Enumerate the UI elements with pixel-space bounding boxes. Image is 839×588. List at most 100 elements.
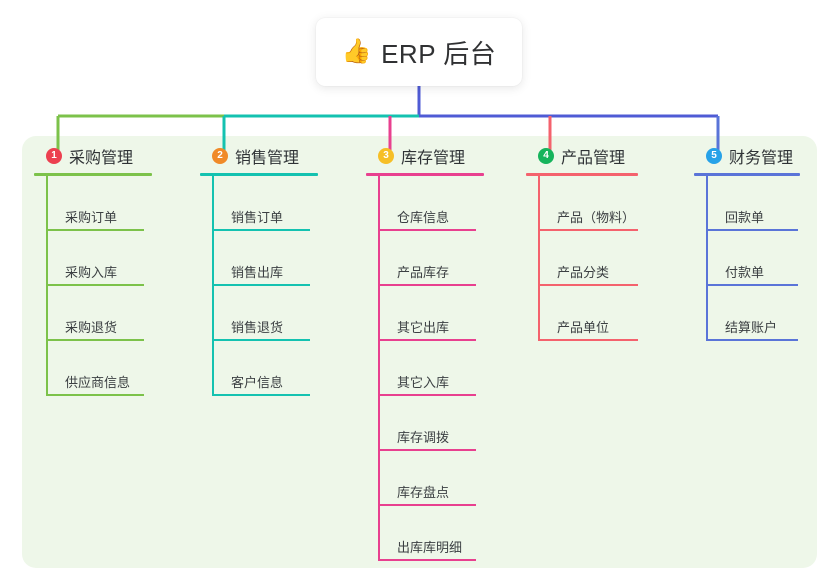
branch-item[interactable]: 销售出库 xyxy=(212,231,318,286)
branch-item-label: 付款单 xyxy=(725,265,765,280)
branch-header[interactable]: 3 库存管理 xyxy=(366,145,484,167)
branch-item[interactable]: 产品库存 xyxy=(378,231,484,286)
branch-item-label: 产品（物料） xyxy=(557,210,636,225)
branch-header-rule xyxy=(200,173,318,176)
branch-item[interactable]: 销售退货 xyxy=(212,286,318,341)
branch-item[interactable]: 销售订单 xyxy=(212,176,318,231)
branch-header-rule xyxy=(694,173,800,176)
branch-item[interactable]: 出库库明细 xyxy=(378,506,484,561)
branch-item[interactable]: 其它出库 xyxy=(378,286,484,341)
branch-item-rule xyxy=(538,229,638,231)
root-node-label: 👍 ERP 后台 xyxy=(342,34,497,71)
branch-item[interactable]: 客户信息 xyxy=(212,341,318,396)
branch-spine xyxy=(706,176,708,341)
branch-item-label: 仓库信息 xyxy=(397,210,450,225)
branch-item-list: 销售订单销售出库销售退货客户信息 xyxy=(200,176,318,396)
branch-spine xyxy=(538,176,540,341)
branch-column: 4 产品管理产品（物料） 产品分类产品单位 xyxy=(526,145,638,341)
branch-item-list: 仓库信息产品库存其它出库其它入库库存调拨库存盘点出库库明细 xyxy=(366,176,484,561)
branch-item[interactable]: 库存调拨 xyxy=(378,396,484,451)
branch-header-rule xyxy=(366,173,484,176)
branch-item-label: 销售退货 xyxy=(231,320,284,335)
branch-item-rule xyxy=(378,284,476,286)
branch-header[interactable]: 4 产品管理 xyxy=(526,145,638,167)
branch-spine xyxy=(46,176,48,396)
branch-item-label: 其它入库 xyxy=(397,375,450,390)
branch-item[interactable]: 采购退货 xyxy=(46,286,152,341)
branch-item[interactable]: 产品单位 xyxy=(538,286,638,341)
branch-item[interactable]: 仓库信息 xyxy=(378,176,484,231)
branch-item-rule xyxy=(46,284,144,286)
branch-item-label: 产品单位 xyxy=(557,320,610,335)
branch-item-label: 销售出库 xyxy=(231,265,284,280)
branch-header-rule xyxy=(34,173,152,176)
branch-title: 采购管理 xyxy=(69,150,134,167)
branch-item-rule xyxy=(706,339,798,341)
branch-item-rule xyxy=(706,284,798,286)
branch-spine xyxy=(212,176,214,396)
branch-item-rule xyxy=(378,449,476,451)
branch-item[interactable]: 采购订单 xyxy=(46,176,152,231)
branch-title: 产品管理 xyxy=(561,150,626,167)
branch-item[interactable]: 回款单 xyxy=(706,176,800,231)
branch-number-badge: 2 xyxy=(212,148,228,164)
branch-item-label: 库存盘点 xyxy=(397,485,450,500)
branch-number-badge: 1 xyxy=(46,148,62,164)
branch-spine xyxy=(378,176,380,561)
branch-title: 财务管理 xyxy=(729,150,794,167)
branch-item-rule xyxy=(212,229,310,231)
branch-item-rule xyxy=(538,339,638,341)
branch-title: 销售管理 xyxy=(235,150,300,167)
branch-item-label: 库存调拨 xyxy=(397,430,450,445)
branch-number-badge: 4 xyxy=(538,148,554,164)
branch-header[interactable]: 1 采购管理 xyxy=(34,145,152,167)
branch-number-badge: 5 xyxy=(706,148,722,164)
branch-item-rule xyxy=(46,229,144,231)
branch-item-rule xyxy=(46,394,144,396)
branch-item-label: 产品分类 xyxy=(557,265,610,280)
branch-item-rule xyxy=(378,504,476,506)
branch-title: 库存管理 xyxy=(401,150,466,167)
branch-column: 2 销售管理销售订单销售出库销售退货客户信息 xyxy=(200,145,318,396)
thumbs-up-icon: 👍 xyxy=(341,38,373,65)
branch-item-label: 客户信息 xyxy=(231,375,284,390)
branch-item-rule xyxy=(378,229,476,231)
branch-item-label: 采购订单 xyxy=(65,210,118,225)
branch-number-badge: 3 xyxy=(378,148,394,164)
branch-item-label: 回款单 xyxy=(725,210,765,225)
branch-item[interactable]: 采购入库 xyxy=(46,231,152,286)
branch-item-label: 采购入库 xyxy=(65,265,118,280)
branch-item[interactable]: 付款单 xyxy=(706,231,800,286)
branch-column: 5 财务管理回款单付款单结算账户 xyxy=(694,145,800,341)
branch-column: 1 采购管理采购订单采购入库采购退货供应商信息 xyxy=(34,145,152,396)
branch-item-rule xyxy=(538,284,638,286)
branch-item-list: 采购订单采购入库采购退货供应商信息 xyxy=(34,176,152,396)
branch-item-rule xyxy=(212,339,310,341)
content-panel xyxy=(22,136,817,568)
branch-item-label: 出库库明细 xyxy=(397,540,463,555)
branch-item[interactable]: 产品（物料） xyxy=(538,176,638,231)
branch-item-rule xyxy=(212,284,310,286)
branch-item-label: 其它出库 xyxy=(397,320,450,335)
branch-header[interactable]: 5 财务管理 xyxy=(694,145,800,167)
branch-item-label: 销售订单 xyxy=(231,210,284,225)
branch-item[interactable]: 供应商信息 xyxy=(46,341,152,396)
branch-header[interactable]: 2 销售管理 xyxy=(200,145,318,167)
branch-item-rule xyxy=(378,559,476,561)
branch-item-label: 产品库存 xyxy=(397,265,450,280)
branch-item[interactable]: 结算账户 xyxy=(706,286,800,341)
branch-item-label: 供应商信息 xyxy=(65,375,131,390)
branch-item[interactable]: 产品分类 xyxy=(538,231,638,286)
branch-item-rule xyxy=(378,339,476,341)
branch-column: 3 库存管理仓库信息产品库存其它出库其它入库库存调拨库存盘点出库库明细 xyxy=(366,145,484,561)
branch-item[interactable]: 库存盘点 xyxy=(378,451,484,506)
branch-item-rule xyxy=(378,394,476,396)
branch-item-rule xyxy=(212,394,310,396)
branch-item-list: 产品（物料） 产品分类产品单位 xyxy=(526,176,638,341)
branch-item[interactable]: 其它入库 xyxy=(378,341,484,396)
branch-item-label: 采购退货 xyxy=(65,320,118,335)
branch-item-rule xyxy=(46,339,144,341)
root-title-text: ERP 后台 xyxy=(381,38,497,69)
root-node[interactable]: 👍 ERP 后台 xyxy=(316,18,522,86)
